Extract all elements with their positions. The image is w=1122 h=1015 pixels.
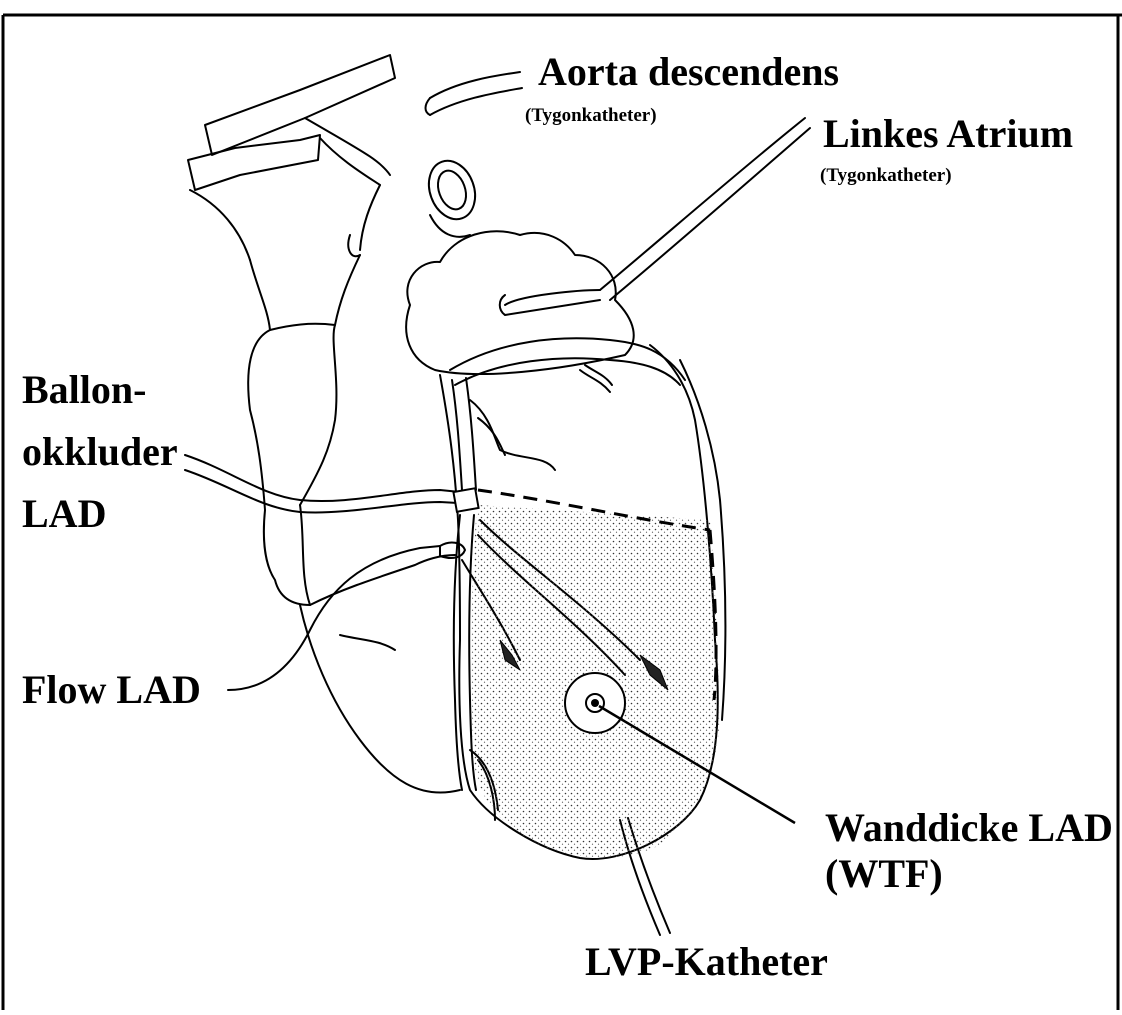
label-aorta: Aorta descendens [538, 52, 839, 92]
label-ballon-1: Ballon- [22, 370, 146, 410]
svc-left [190, 190, 250, 260]
trunk-detail [348, 235, 360, 256]
branch-upper-2 [455, 358, 680, 385]
label-atrium-sub: (Tygonkatheter) [820, 166, 952, 185]
label-atrium: Linkes Atrium [823, 114, 1073, 154]
label-wtf: (WTF) [825, 854, 943, 894]
right-atrium-outline [248, 260, 310, 605]
arch-line-2 [305, 118, 390, 175]
label-lvp: LVP-Katheter [585, 942, 828, 982]
branch-fork-1 [580, 370, 610, 392]
label-wanddicke: Wanddicke LAD [825, 808, 1113, 848]
atrium-catheter-lower [610, 128, 810, 300]
aorta-tube-bottom [430, 88, 522, 115]
pulmonary-ring-inner [433, 167, 471, 213]
atrium-catheter-tip [500, 295, 600, 315]
right-atrium-inner [300, 255, 360, 505]
rv-outline [300, 605, 460, 793]
left-atrium-outline [406, 231, 634, 374]
rv-detail [340, 635, 395, 650]
label-flow: Flow LAD [22, 670, 201, 710]
right-atrium-lower [300, 505, 310, 605]
wtf-sensor-core [591, 699, 599, 707]
right-atrium-top [270, 324, 335, 330]
balloon-occluder-box [453, 488, 478, 512]
branch-mid-1 [470, 400, 555, 470]
label-aorta-sub: (Tygonkatheter) [525, 106, 657, 125]
aorta-tube-top [430, 72, 520, 98]
label-ballon-3: LAD [22, 494, 106, 534]
aorta-tube-end [426, 98, 431, 115]
lad-upper-right [466, 378, 476, 490]
great-vessel-lower [188, 135, 320, 190]
atrium-catheter-upper [600, 118, 805, 290]
label-ballon-2: okkluder [22, 432, 178, 472]
trunk-left [360, 185, 380, 250]
